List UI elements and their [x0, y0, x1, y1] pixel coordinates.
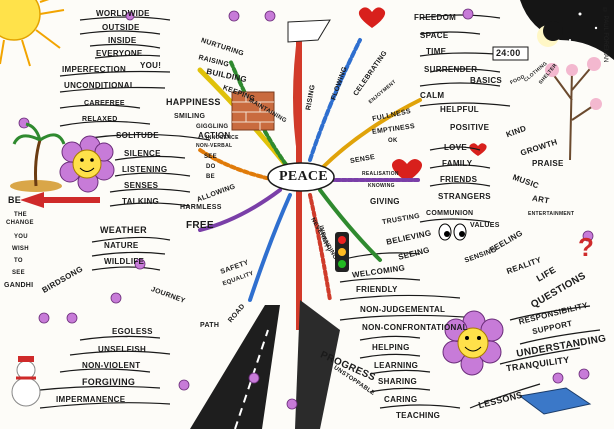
- palm-tree-icon: [10, 122, 66, 192]
- word: SMILING: [174, 113, 206, 120]
- word: SOLITUDE: [116, 131, 159, 140]
- word: EGOLESS: [112, 327, 153, 336]
- branch-lines: [39, 14, 601, 409]
- word: POSITIVE: [450, 123, 490, 132]
- eyes-icon: [438, 223, 467, 241]
- flower-face-icon: [442, 310, 504, 376]
- word: SENSES: [124, 181, 159, 190]
- tree-icon: [545, 57, 602, 161]
- word: WEATHER: [100, 225, 147, 235]
- word: FORGIVING: [82, 377, 136, 387]
- word: HAPPINESS: [166, 97, 221, 107]
- word: NATURE: [104, 241, 139, 250]
- word: NON-VERBAL: [196, 143, 233, 149]
- word: VALUES: [470, 222, 500, 229]
- flower-face-icon: [59, 135, 115, 193]
- word: EVERYONE: [96, 49, 143, 58]
- heart-icon: [358, 7, 386, 28]
- word: CHANGE: [6, 220, 34, 226]
- sun-icon: [0, 0, 65, 67]
- book-icon: [518, 387, 592, 415]
- word: FRIENDLY: [356, 285, 398, 294]
- word: SEE: [12, 270, 25, 276]
- word: FREEDOM: [414, 13, 457, 22]
- word: STRANGERS: [438, 192, 491, 201]
- arrow-left-icon: [20, 192, 100, 208]
- brick-wall-icon: [231, 91, 275, 131]
- word: NON-JUDGEMENTAL: [360, 305, 446, 314]
- small-flower-icon: [18, 8, 594, 410]
- word: IMPERMANENCE: [56, 395, 126, 404]
- word: PATH: [200, 322, 220, 329]
- word: HELPING: [372, 343, 410, 352]
- word: SURRENDER: [424, 65, 478, 74]
- word: GANDHI: [4, 282, 34, 289]
- word: GIGGLING: [196, 124, 229, 130]
- word: GIVING: [370, 197, 400, 206]
- word: INNOCENCE: [206, 135, 239, 141]
- word: TO: [14, 258, 23, 264]
- word: PRAISE: [532, 159, 564, 168]
- word: INSIDE: [108, 36, 137, 45]
- word: SPACE: [420, 31, 449, 40]
- word: ACTION: [198, 131, 231, 140]
- word: YOU!: [140, 61, 162, 70]
- word: SILENCE: [124, 149, 161, 158]
- word: COMMUNION: [426, 210, 474, 217]
- word: NON-VIOLENT: [82, 361, 141, 370]
- night-sky-icon: [520, 0, 614, 60]
- word: SHARING: [378, 377, 417, 386]
- snowman-icon: [11, 356, 41, 407]
- word: DO: [206, 164, 216, 170]
- word: OK: [388, 138, 398, 144]
- word: SEE: [204, 154, 217, 160]
- word: WORLDWIDE: [96, 9, 150, 18]
- word: BE: [206, 174, 215, 180]
- word: TEACHING: [396, 411, 441, 420]
- word: LISTENING: [122, 165, 168, 174]
- word: YOU: [14, 234, 28, 240]
- word: FAMILY: [442, 159, 473, 168]
- word: TIME: [426, 47, 447, 56]
- word: REALISATION: [362, 171, 399, 177]
- clock-box: [492, 46, 529, 61]
- word: FRIENDS: [440, 175, 478, 184]
- clock-readout: 24:00: [496, 48, 521, 58]
- word: BASICS: [470, 76, 503, 85]
- word: KNOWING: [368, 183, 395, 189]
- word: CARING: [384, 395, 418, 404]
- heart-icon: [391, 158, 423, 182]
- word: IMPERFECTION: [62, 65, 127, 74]
- question-mark-icon: ?: [578, 232, 594, 262]
- word: LEARNING: [374, 361, 419, 370]
- road-icon: [190, 305, 280, 429]
- word: CAREFREE: [84, 100, 125, 107]
- word: THE: [14, 212, 27, 218]
- word: WILDLIFE: [104, 257, 145, 266]
- word: HARMLESS: [180, 204, 222, 211]
- word: UNCONDITIONAL: [64, 81, 136, 90]
- word: NON-CONFRONTATIONAL: [362, 323, 468, 332]
- word: FREE: [186, 220, 214, 231]
- word: ENTERTAINMENT: [528, 211, 575, 217]
- word: UNSELFISH: [98, 345, 147, 354]
- traffic-light-icon: [335, 232, 349, 272]
- center-title: PEACE: [279, 169, 328, 184]
- center-cloud: [267, 162, 335, 192]
- word: RELAXED: [82, 116, 118, 123]
- word: TALKING: [122, 197, 160, 206]
- word: LOVE: [444, 143, 467, 152]
- word: CALM: [420, 91, 445, 100]
- word: BE: [8, 195, 22, 205]
- road-icon: [295, 300, 340, 429]
- word: HELPFUL: [440, 105, 479, 114]
- word: OUTSIDE: [102, 23, 140, 32]
- word: WISH: [12, 246, 29, 252]
- signature: © PAUL FOREMAN: [602, 8, 608, 63]
